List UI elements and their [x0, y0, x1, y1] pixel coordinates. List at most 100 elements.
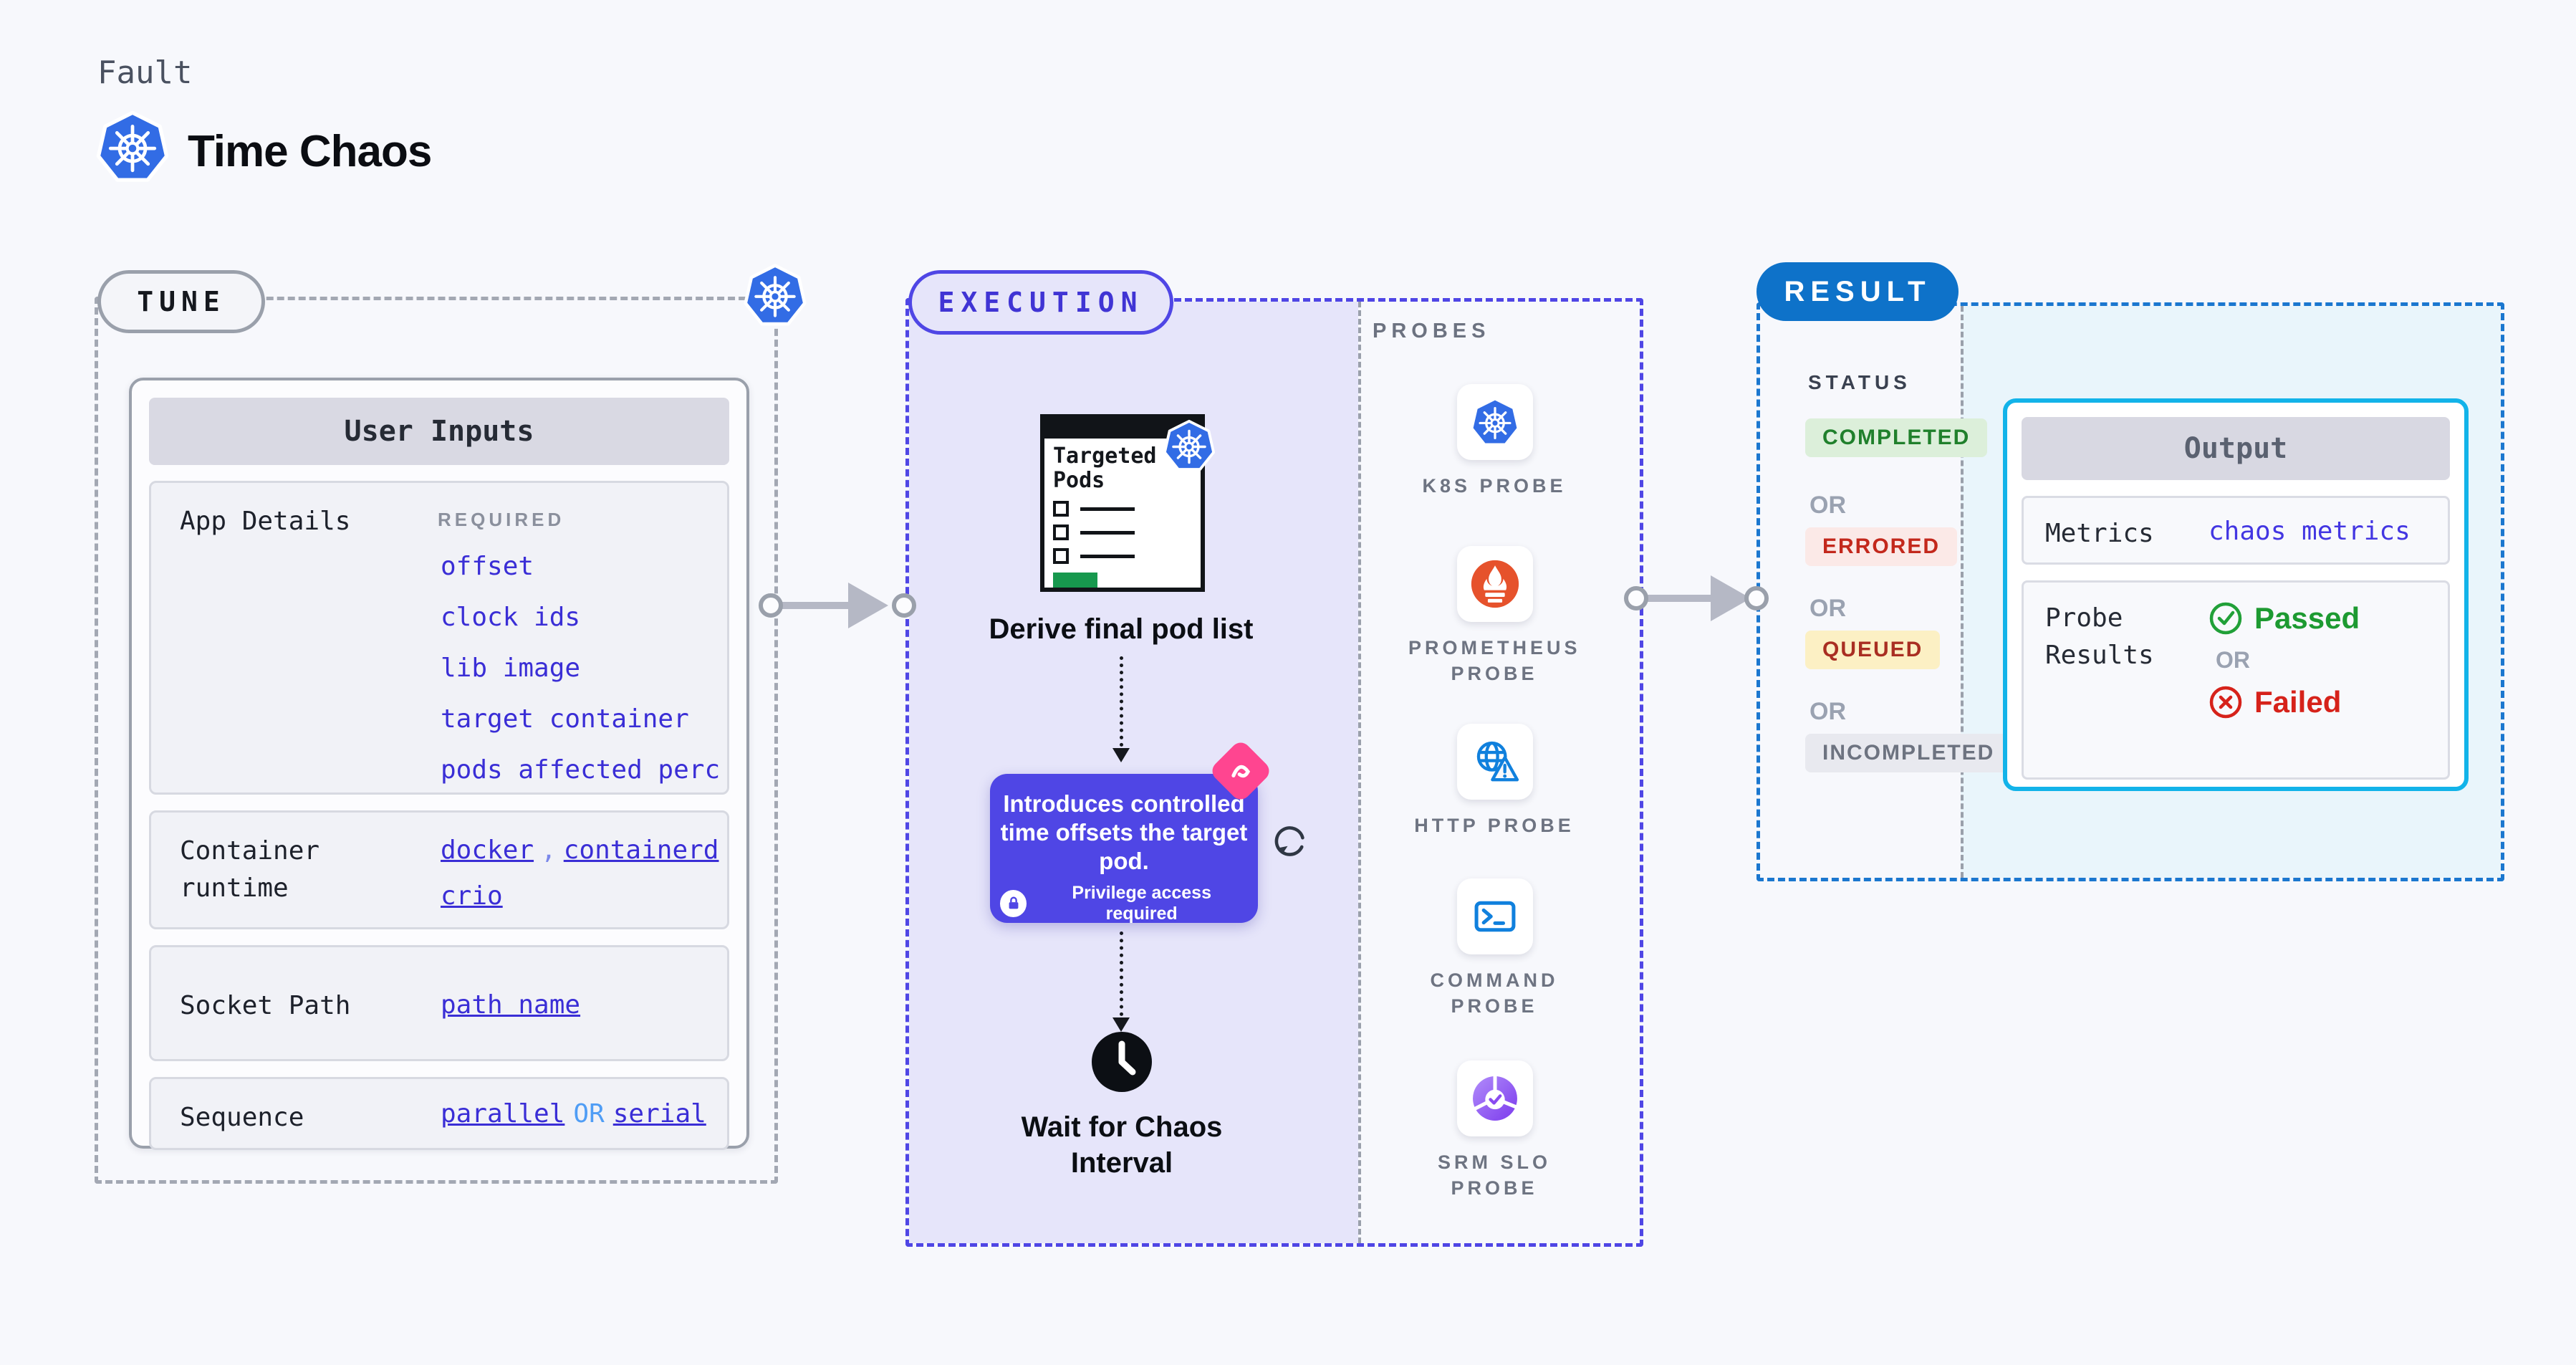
probes-area: [1358, 302, 1640, 1243]
command-probe-label: COMMAND PROBE: [1430, 969, 1559, 1017]
app-details-links: offset clock ids lib image target contai…: [441, 552, 720, 806]
container-runtime-row: Container runtime docker,containerd crio: [149, 810, 729, 929]
kubernetes-logo-icon: [95, 107, 170, 186]
prometheus-probe-label: PROMETHEUS PROBE: [1408, 637, 1581, 684]
containerd-link[interactable]: containerd: [563, 835, 719, 865]
checkbox-icon: [1053, 525, 1069, 540]
checklist-row: [1053, 525, 1201, 540]
status-badge-queued: QUEUED: [1805, 631, 1941, 669]
or-separator: OR: [573, 1099, 605, 1129]
flow-arrow-head: [1711, 575, 1751, 621]
pods-affected-perc-link[interactable]: pods affected perc: [441, 755, 721, 785]
status-badge-incompleted: INCOMPLETED: [1805, 734, 2012, 772]
socket-path-label: Socket Path: [180, 991, 351, 1020]
path-name-link[interactable]: path name: [441, 990, 581, 1020]
status-badge-completed: COMPLETED: [1805, 418, 1988, 457]
kubernetes-icon: [742, 262, 808, 328]
checkbox-icon: [1053, 548, 1069, 564]
clock-ids-link[interactable]: clock ids: [441, 603, 581, 632]
tune-pill: TUNE: [97, 270, 265, 333]
connector-dot: [759, 593, 783, 618]
progress-bar: [1053, 573, 1097, 588]
app-details-label: App Details: [180, 507, 351, 536]
flow-arrow-head: [848, 583, 888, 628]
sequence-label: Sequence: [180, 1103, 304, 1132]
user-inputs-card: User Inputs App Details REQUIRED offset …: [129, 378, 749, 1150]
flow-arrow-shaft: [1646, 595, 1714, 602]
dotted-arrow-stem: [1120, 656, 1123, 747]
comma-separator: ,: [541, 835, 557, 865]
http-probe-card: [1457, 724, 1533, 800]
fault-kicker: Fault: [97, 54, 193, 91]
command-probe-card: [1457, 878, 1533, 954]
list-line: [1080, 530, 1135, 535]
connector-dot: [892, 593, 916, 618]
derive-pod-list-caption: Derive final pod list: [989, 613, 1254, 645]
dotted-arrow-head: [1112, 1017, 1130, 1032]
container-runtime-label: Container runtime: [180, 836, 320, 903]
socket-path-row: Socket Path path name: [149, 945, 729, 1061]
k8s-probe-card: [1457, 384, 1533, 460]
passed-text: Passed: [2254, 601, 2360, 635]
kubernetes-badge-icon: [1162, 418, 1216, 473]
checkbox-icon: [1053, 501, 1069, 517]
passed-check-icon: [2209, 601, 2243, 636]
loop-refresh-icon: [1269, 821, 1311, 863]
slo-pie-check-icon: [1469, 1073, 1521, 1124]
prometheus-icon: [1469, 558, 1521, 610]
privilege-note: Privilege access required: [1072, 883, 1211, 924]
crio-link[interactable]: crio: [441, 881, 503, 911]
parallel-link[interactable]: parallel: [441, 1099, 565, 1129]
required-note: REQUIRED: [438, 509, 565, 530]
result-pill: RESULT: [1756, 262, 1959, 321]
clock-icon: [1090, 1030, 1153, 1093]
srm-slo-probe-card: [1457, 1060, 1533, 1136]
terminal-icon: [1469, 891, 1521, 942]
probe-results-row: Probe Results Passed OR Failed: [2022, 580, 2450, 780]
k8s-icon: [1469, 396, 1521, 448]
metrics-row: Metrics chaos metrics: [2022, 496, 2450, 565]
or-text: OR: [2216, 647, 2250, 673]
k8s-probe-label: K8S PROBE: [1422, 475, 1567, 497]
metrics-label: Metrics: [2045, 519, 2154, 548]
chaos-metrics-link[interactable]: chaos metrics: [2209, 517, 2411, 546]
offset-link[interactable]: offset: [441, 552, 534, 581]
tooltip-text: Introduces controlled time offsets the t…: [1000, 790, 1248, 874]
connector-dot: [1744, 586, 1769, 610]
execution-pill: EXECUTION: [908, 270, 1173, 335]
docker-link[interactable]: docker: [441, 835, 534, 865]
status-label: STATUS: [1808, 371, 1911, 393]
list-line: [1080, 507, 1135, 511]
app-details-row: App Details REQUIRED offset clock ids li…: [149, 481, 729, 795]
prometheus-probe-card: [1457, 546, 1533, 622]
serial-link[interactable]: serial: [612, 1099, 706, 1129]
lock-icon: [1000, 890, 1027, 917]
chaos-tooltip: Introduces controlled time offsets the t…: [990, 774, 1258, 924]
lib-image-link[interactable]: lib image: [441, 653, 581, 683]
user-inputs-title: User Inputs: [149, 398, 729, 465]
output-title: Output: [2022, 417, 2450, 480]
clipboard-title: Targeted Pods: [1053, 444, 1157, 493]
srm-slo-probe-label: SRM SLO PROBE: [1437, 1151, 1551, 1199]
target-container-link[interactable]: target container: [441, 704, 689, 734]
probes-section-label: PROBES: [1373, 320, 1491, 343]
output-panel: Output Metrics chaos metrics Probe Resul…: [2003, 398, 2469, 791]
flow-arrow-shaft: [781, 602, 851, 609]
failed-text: Failed: [2254, 685, 2342, 719]
page-title: Time Chaos: [188, 127, 432, 176]
or-text: OR: [1810, 698, 1846, 725]
dotted-arrow-head: [1112, 748, 1130, 762]
connector-dot: [1624, 586, 1648, 610]
wait-interval-caption: Wait for Chaos Interval: [1021, 1111, 1223, 1179]
checklist-row: [1053, 548, 1201, 564]
list-line: [1080, 554, 1135, 558]
status-badge-errored: ERRORED: [1805, 527, 1958, 566]
failed-x-icon: [2209, 685, 2243, 719]
tune-section-box: [95, 297, 778, 1184]
http-probe-label: HTTP PROBE: [1414, 815, 1575, 836]
or-text: OR: [1810, 492, 1846, 519]
or-text: OR: [1810, 595, 1846, 622]
targeted-pods-clipboard: Targeted Pods: [1040, 414, 1205, 592]
dotted-arrow-stem: [1120, 931, 1123, 1016]
